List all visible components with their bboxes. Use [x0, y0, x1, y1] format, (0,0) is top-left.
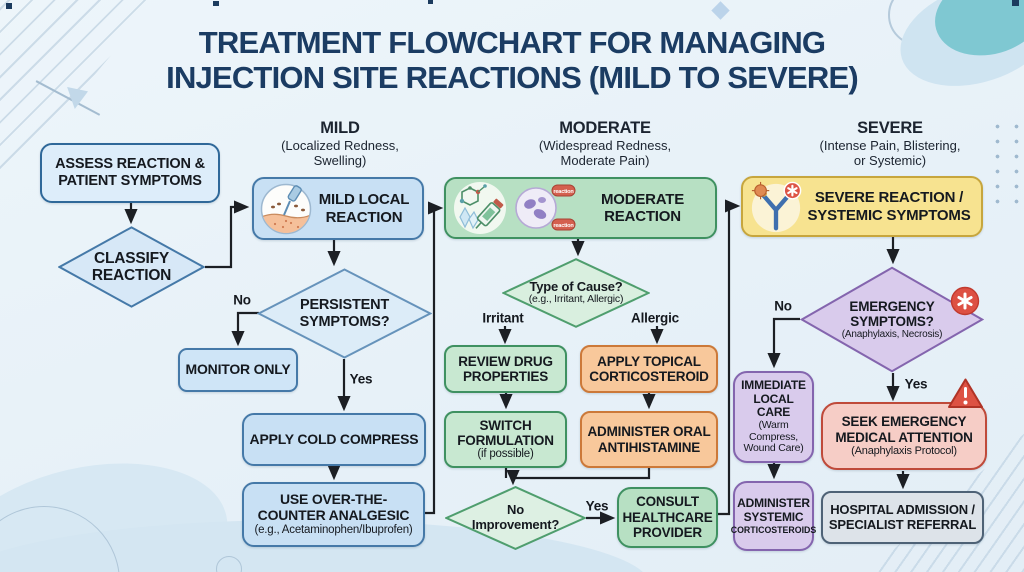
node-type-of-cause: Type of Cause? (e.g., Irritant, Allergic…: [502, 258, 650, 328]
node-otc-analgesic: USE OVER-THE-COUNTER ANALGESIC (e.g., Ac…: [242, 482, 425, 547]
asterisk-badge-icon: [950, 286, 980, 316]
node-persistent-symptoms: PERSISTENT SYMPTOMS?: [257, 268, 432, 359]
diamond-shape: [257, 268, 432, 359]
svg-text:reaction: reaction: [553, 189, 574, 195]
diamond-shape: [58, 226, 205, 308]
edge-label-yes: Yes: [904, 376, 928, 392]
node-mild-local-reaction: MILD LOCAL REACTION: [252, 177, 424, 240]
node-moderate-reaction: reaction reaction MODERATE REACTION: [444, 177, 717, 239]
node-severe-reaction: SEVERE REACTION / SYSTEMIC SYMPTOMS: [741, 176, 983, 237]
node-topical-corticosteroid: APPLY TOPICAL CORTICOSTEROID: [580, 345, 718, 393]
svg-text:reaction: reaction: [553, 223, 574, 229]
title-line-1: TREATMENT FLOWCHART FOR MANAGING: [198, 25, 826, 60]
node-assess-reaction: ASSESS REACTION & PATIENT SYMPTOMS: [40, 143, 220, 203]
edge-label-irritant: Irritant: [482, 310, 524, 326]
molecule-syringe-icon: [454, 182, 506, 234]
edge-label-allergic: Allergic: [631, 310, 679, 326]
edge-label-yes: Yes: [349, 371, 373, 387]
node-oral-antihistamine: ADMINISTER ORAL ANTIHISTAMINE: [580, 411, 718, 468]
injection-site-icon: [260, 183, 312, 234]
column-header-moderate: MODERATE (Widespread Redness, Moderate P…: [538, 119, 672, 169]
warning-triangle-icon: [948, 378, 983, 408]
node-emergency-symptoms: EMERGENCY SYMPTOMS? (Anaphylaxis, Necros…: [800, 266, 984, 373]
reaction-tag: reaction: [551, 218, 576, 231]
edge-label-no: No: [774, 298, 792, 314]
node-monitor-only: MONITOR ONLY: [178, 348, 298, 392]
node-classify-reaction: CLASSIFY REACTION: [58, 226, 205, 308]
node-no-improvement: No Improvement?: [445, 486, 586, 550]
node-review-drug-properties: REVIEW DRUG PROPERTIES: [444, 345, 567, 393]
diamond-shape: [502, 258, 650, 328]
column-header-severe: SEVERE (Intense Pain, Blistering, or Sys…: [819, 119, 961, 169]
title-line-2: INJECTION SITE REACTIONS (MILD TO SEVERE…: [166, 60, 859, 96]
node-seek-emergency: SEEK EMERGENCY MEDICAL ATTENTION (Anaphy…: [821, 402, 987, 470]
antibody-icon: [751, 181, 802, 232]
node-switch-formulation: SWITCH FORMULATION (if possible): [444, 411, 567, 468]
node-apply-cold-compress: APPLY COLD COMPRESS: [242, 413, 426, 466]
immune-cell-icon: reaction reaction: [515, 184, 576, 231]
page-title: TREATMENT FLOWCHART FOR MANAGING INJECTI…: [0, 25, 1024, 95]
edge-label-yes: Yes: [585, 498, 609, 514]
column-header-mild: MILD (Localized Redness, Swelling): [281, 119, 399, 169]
node-consult-provider: CONSULT HEALTHCARE PROVIDER: [617, 487, 718, 548]
reaction-tag: reaction: [551, 184, 576, 197]
node-systemic-corticosteroids: ADMINISTER SYSTEMIC CORTICOSTEROIDS: [731, 481, 816, 551]
node-immediate-local-care: IMMEDIATE LOCAL CARE (Warm Compress, Wou…: [733, 371, 814, 463]
edge-label-no: No: [233, 292, 251, 308]
node-hospital-admission: HOSPITAL ADMISSION / SPECIALIST REFERRAL: [821, 491, 984, 544]
